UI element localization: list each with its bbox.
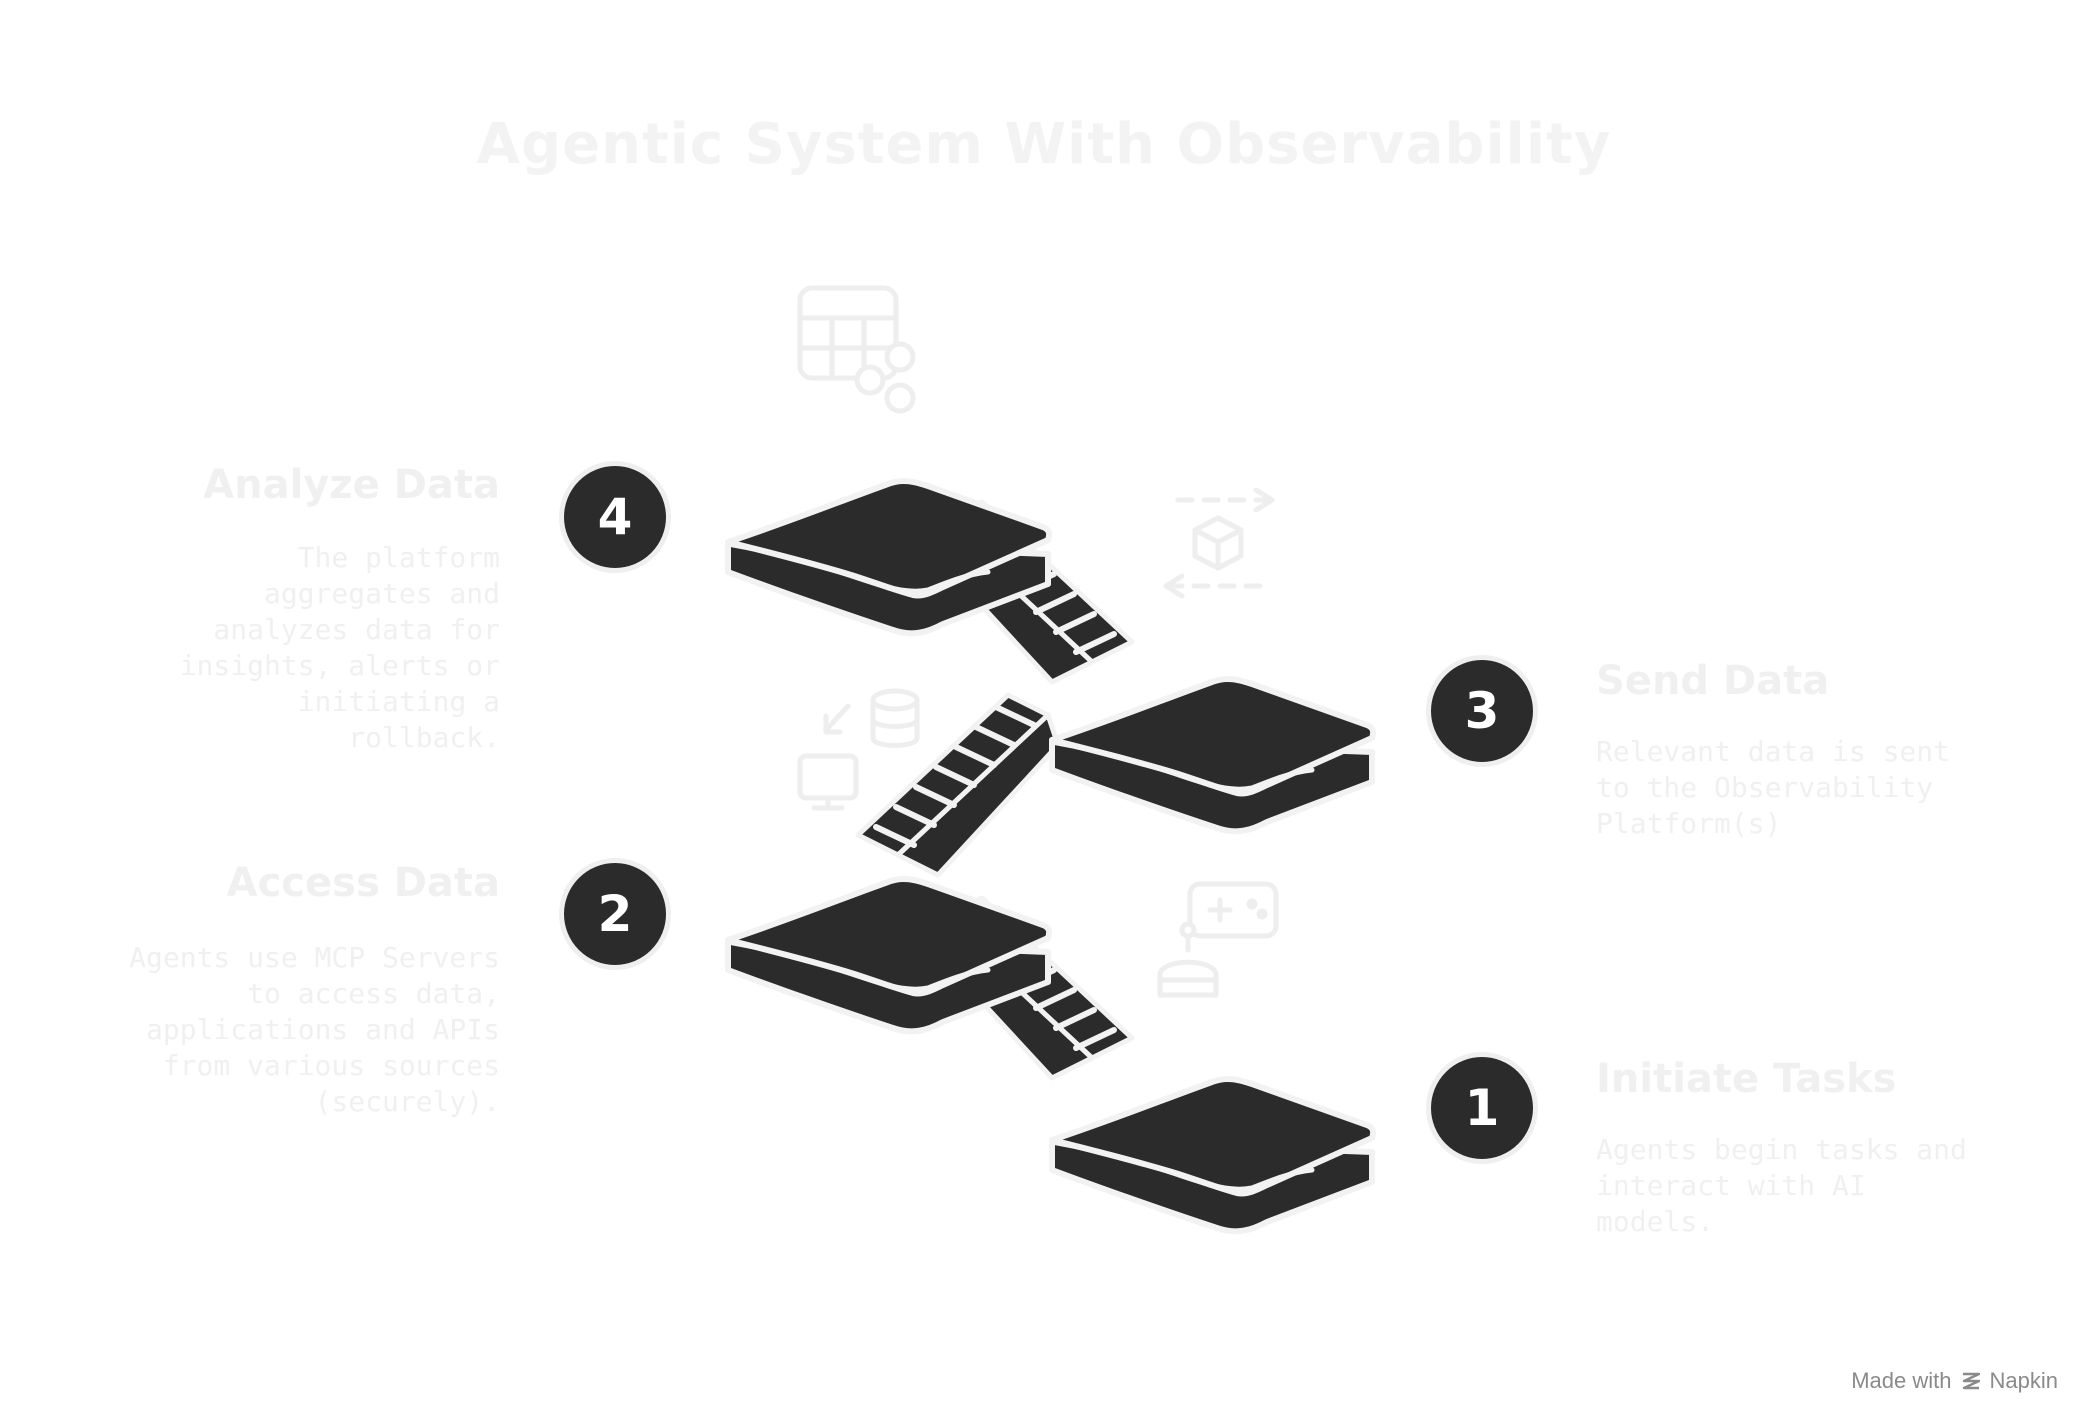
step-4-description: The platform aggregates and analyzes dat… [179, 541, 500, 754]
step-1-description: Agents begin tasks and interact with AI … [1596, 1133, 1967, 1238]
step-3-title: Send Data [1596, 658, 1830, 704]
step-badge-4: 4 [559, 461, 671, 573]
database-computer-icon [797, 688, 920, 811]
step-badge-3: 3 [1426, 655, 1538, 767]
table-share-icon [797, 285, 916, 414]
package-exchange-icon [1163, 487, 1275, 599]
step-badge-1: 1 [1426, 1052, 1538, 1164]
stairs-2-3 [858, 695, 1058, 875]
platform-3 [1052, 679, 1373, 831]
step-2-description: Agents use MCP Servers to access data, a… [129, 941, 500, 1118]
platform-1 [1052, 1079, 1373, 1231]
step-2-title: Access Data [226, 860, 500, 906]
napkin-watermark: Made with Napkin [1851, 1368, 2058, 1394]
napkin-brand: Napkin [1989, 1368, 2058, 1393]
diagram-title: Agentic System With Observability [476, 112, 1612, 177]
step-badge-2: 2 [559, 858, 671, 970]
step-3-description: Relevant data is sent to the Observabili… [1596, 735, 1951, 840]
step-4-title: Analyze Data [203, 462, 500, 508]
made-with-label: Made with [1851, 1368, 1952, 1393]
step-1-title: Initiate Tasks [1596, 1056, 1897, 1102]
napkin-logo-icon [1962, 1372, 1980, 1390]
robot-controller-icon [1157, 881, 1279, 998]
